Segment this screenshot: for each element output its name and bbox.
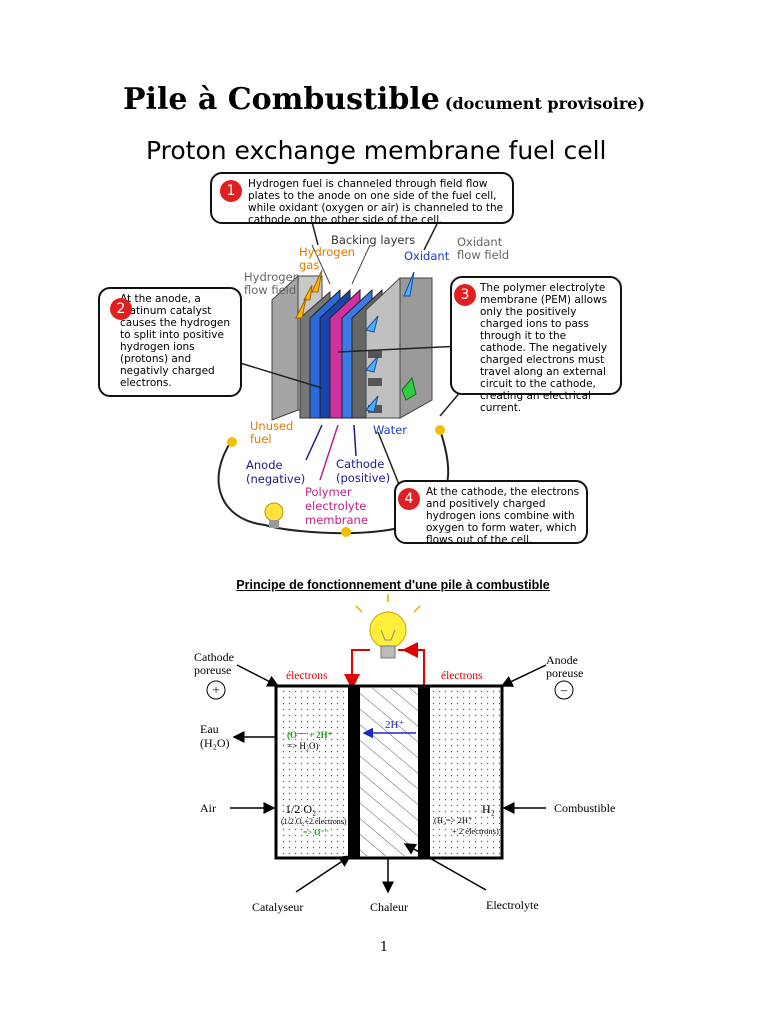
electron-path-right <box>398 649 425 686</box>
reaction-o2-line-2: => O⁻⁻ <box>303 828 329 837</box>
callout-2-number: 2 <box>110 298 132 320</box>
callout-1-text: Hydrogen fuel is channeled through field… <box>248 178 504 226</box>
label-cathode-text: Cathode <box>194 650 234 664</box>
callout-4: At the cathode, the electrons and positi… <box>394 480 588 546</box>
label-pem-3: membrane <box>305 513 368 527</box>
label-cathode-1: Cathode <box>336 457 385 471</box>
label-air: Air <box>200 801 216 815</box>
label-electrons-left: électrons <box>286 670 328 682</box>
negative-terminal-icon <box>227 437 237 447</box>
electron-flow-icon <box>401 376 417 401</box>
page-number: 1 <box>379 940 389 955</box>
label-unused-fuel-1: Unused <box>250 419 294 433</box>
label-combustible: Combustible <box>554 801 616 815</box>
label-plus: + <box>212 682 220 697</box>
label-pem-1: Polymer <box>305 485 352 499</box>
label-oxidant: Oxidant <box>404 249 450 263</box>
label-eau: Eau (H₂O) <box>200 722 230 750</box>
label-oxidant-flow-field-2: flow field <box>457 248 510 262</box>
callout-3: The polymer electrolyte membrane (PEM) a… <box>450 276 622 414</box>
reaction-h2-line-1: (H₂=> 2H⁺ <box>434 815 473 825</box>
circuit-node-icon <box>341 527 351 537</box>
callout-1: Hydrogen fuel is channeled through field… <box>210 172 514 226</box>
reaction-h2: (H₂=> 2H⁺ + 2 électrons) <box>434 815 499 837</box>
minus-terminal-icon <box>554 680 574 700</box>
label-chaleur: Chaleur <box>370 900 408 914</box>
label-pem-2: electrolyte <box>305 499 367 513</box>
label-backing-layers: Backing layers <box>331 233 416 247</box>
label-anode-1: Anode <box>246 458 283 472</box>
callout-4-text: At the cathode, the electrons and positi… <box>426 486 580 546</box>
positive-terminal-icon <box>435 425 445 435</box>
reaction-water-line-2: => H₂O) <box>287 741 319 751</box>
anode-porous-zone <box>430 688 500 856</box>
reaction-o2: (1/2 O₂+2 électrons) => O⁻⁻ <box>281 816 347 838</box>
hydrogen-arrows <box>295 269 323 319</box>
callout-4-number: 4 <box>398 488 420 510</box>
label-minus: – <box>560 682 568 697</box>
label-h2o-text: (H₂O) <box>200 736 230 750</box>
reaction-water: (O⁻⁻ + 2H⁺ => H₂O) <box>287 730 332 752</box>
light-bulb-icon <box>264 502 284 528</box>
label-oxidant-flow-field-1: Oxidant <box>457 235 503 249</box>
label-o2-half: 1/2 O₂ <box>285 802 317 816</box>
light-bulb-icon <box>355 594 421 659</box>
reaction-o2-line-1: (1/2 O₂+2 électrons) <box>281 817 347 826</box>
cathode-catalyst-layer <box>348 686 360 858</box>
label-eau-text: Eau <box>200 722 219 736</box>
label-cathode-2: (positive) <box>336 471 391 485</box>
electrolyte-zone <box>360 688 420 856</box>
label-unused-fuel-2: fuel <box>250 432 272 446</box>
oxidant-arrows <box>365 271 415 413</box>
page-subtitle: Proton exchange membrane fuel cell <box>146 136 607 165</box>
label-hydrogen-flow-field-1: Hydrogen <box>244 270 300 284</box>
anode-catalyst-layer <box>418 686 430 858</box>
label-anode-text: Anode <box>546 653 578 667</box>
label-hydrogen-gas-2: gas <box>299 258 320 272</box>
label-catalyseur: Catalyseur <box>252 900 304 914</box>
label-water: Water <box>373 423 407 437</box>
label-poreuse-left-text: poreuse <box>194 663 232 677</box>
label-electrons-right: électrons <box>441 670 483 682</box>
label-h2: H₂ <box>482 802 495 816</box>
reaction-water-line-1: (O⁻⁻ + 2H⁺ <box>287 730 333 740</box>
plus-terminal-icon <box>206 680 226 700</box>
pem-diagram-graphic <box>217 221 463 537</box>
callout-3-number: 3 <box>454 284 476 306</box>
title-main: Pile à Combustible <box>123 82 440 117</box>
page-title: Pile à Combustible (document provisoire) <box>0 82 768 117</box>
label-cathode-poreuse: Cathode poreuse <box>194 651 234 677</box>
label-hydrogen-gas-1: Hydrogen <box>299 245 355 259</box>
label-anode-2: (negative) <box>246 472 306 486</box>
label-electrolyte: Electrolyte <box>486 898 539 912</box>
principle-title: Principe de fonctionnement d'une pile à … <box>236 578 550 592</box>
callout-3-text: The polymer electrolyte membrane (PEM) a… <box>480 282 608 414</box>
cathode-porous-zone <box>278 688 350 856</box>
title-note: (document provisoire) <box>444 94 645 113</box>
label-proton: 2H⁺ <box>385 719 405 731</box>
label-poreuse-right-text: poreuse <box>546 666 584 680</box>
callout-1-number: 1 <box>220 180 242 202</box>
label-hydrogen-flow-field-2: flow field <box>244 283 297 297</box>
reaction-h2-line-2: + 2 électrons) <box>452 826 499 836</box>
label-anode-poreuse: Anode poreuse <box>546 654 583 680</box>
callout-2-text: At the anode, a platinum catalyst causes… <box>120 293 230 389</box>
electron-path-left <box>351 649 370 686</box>
